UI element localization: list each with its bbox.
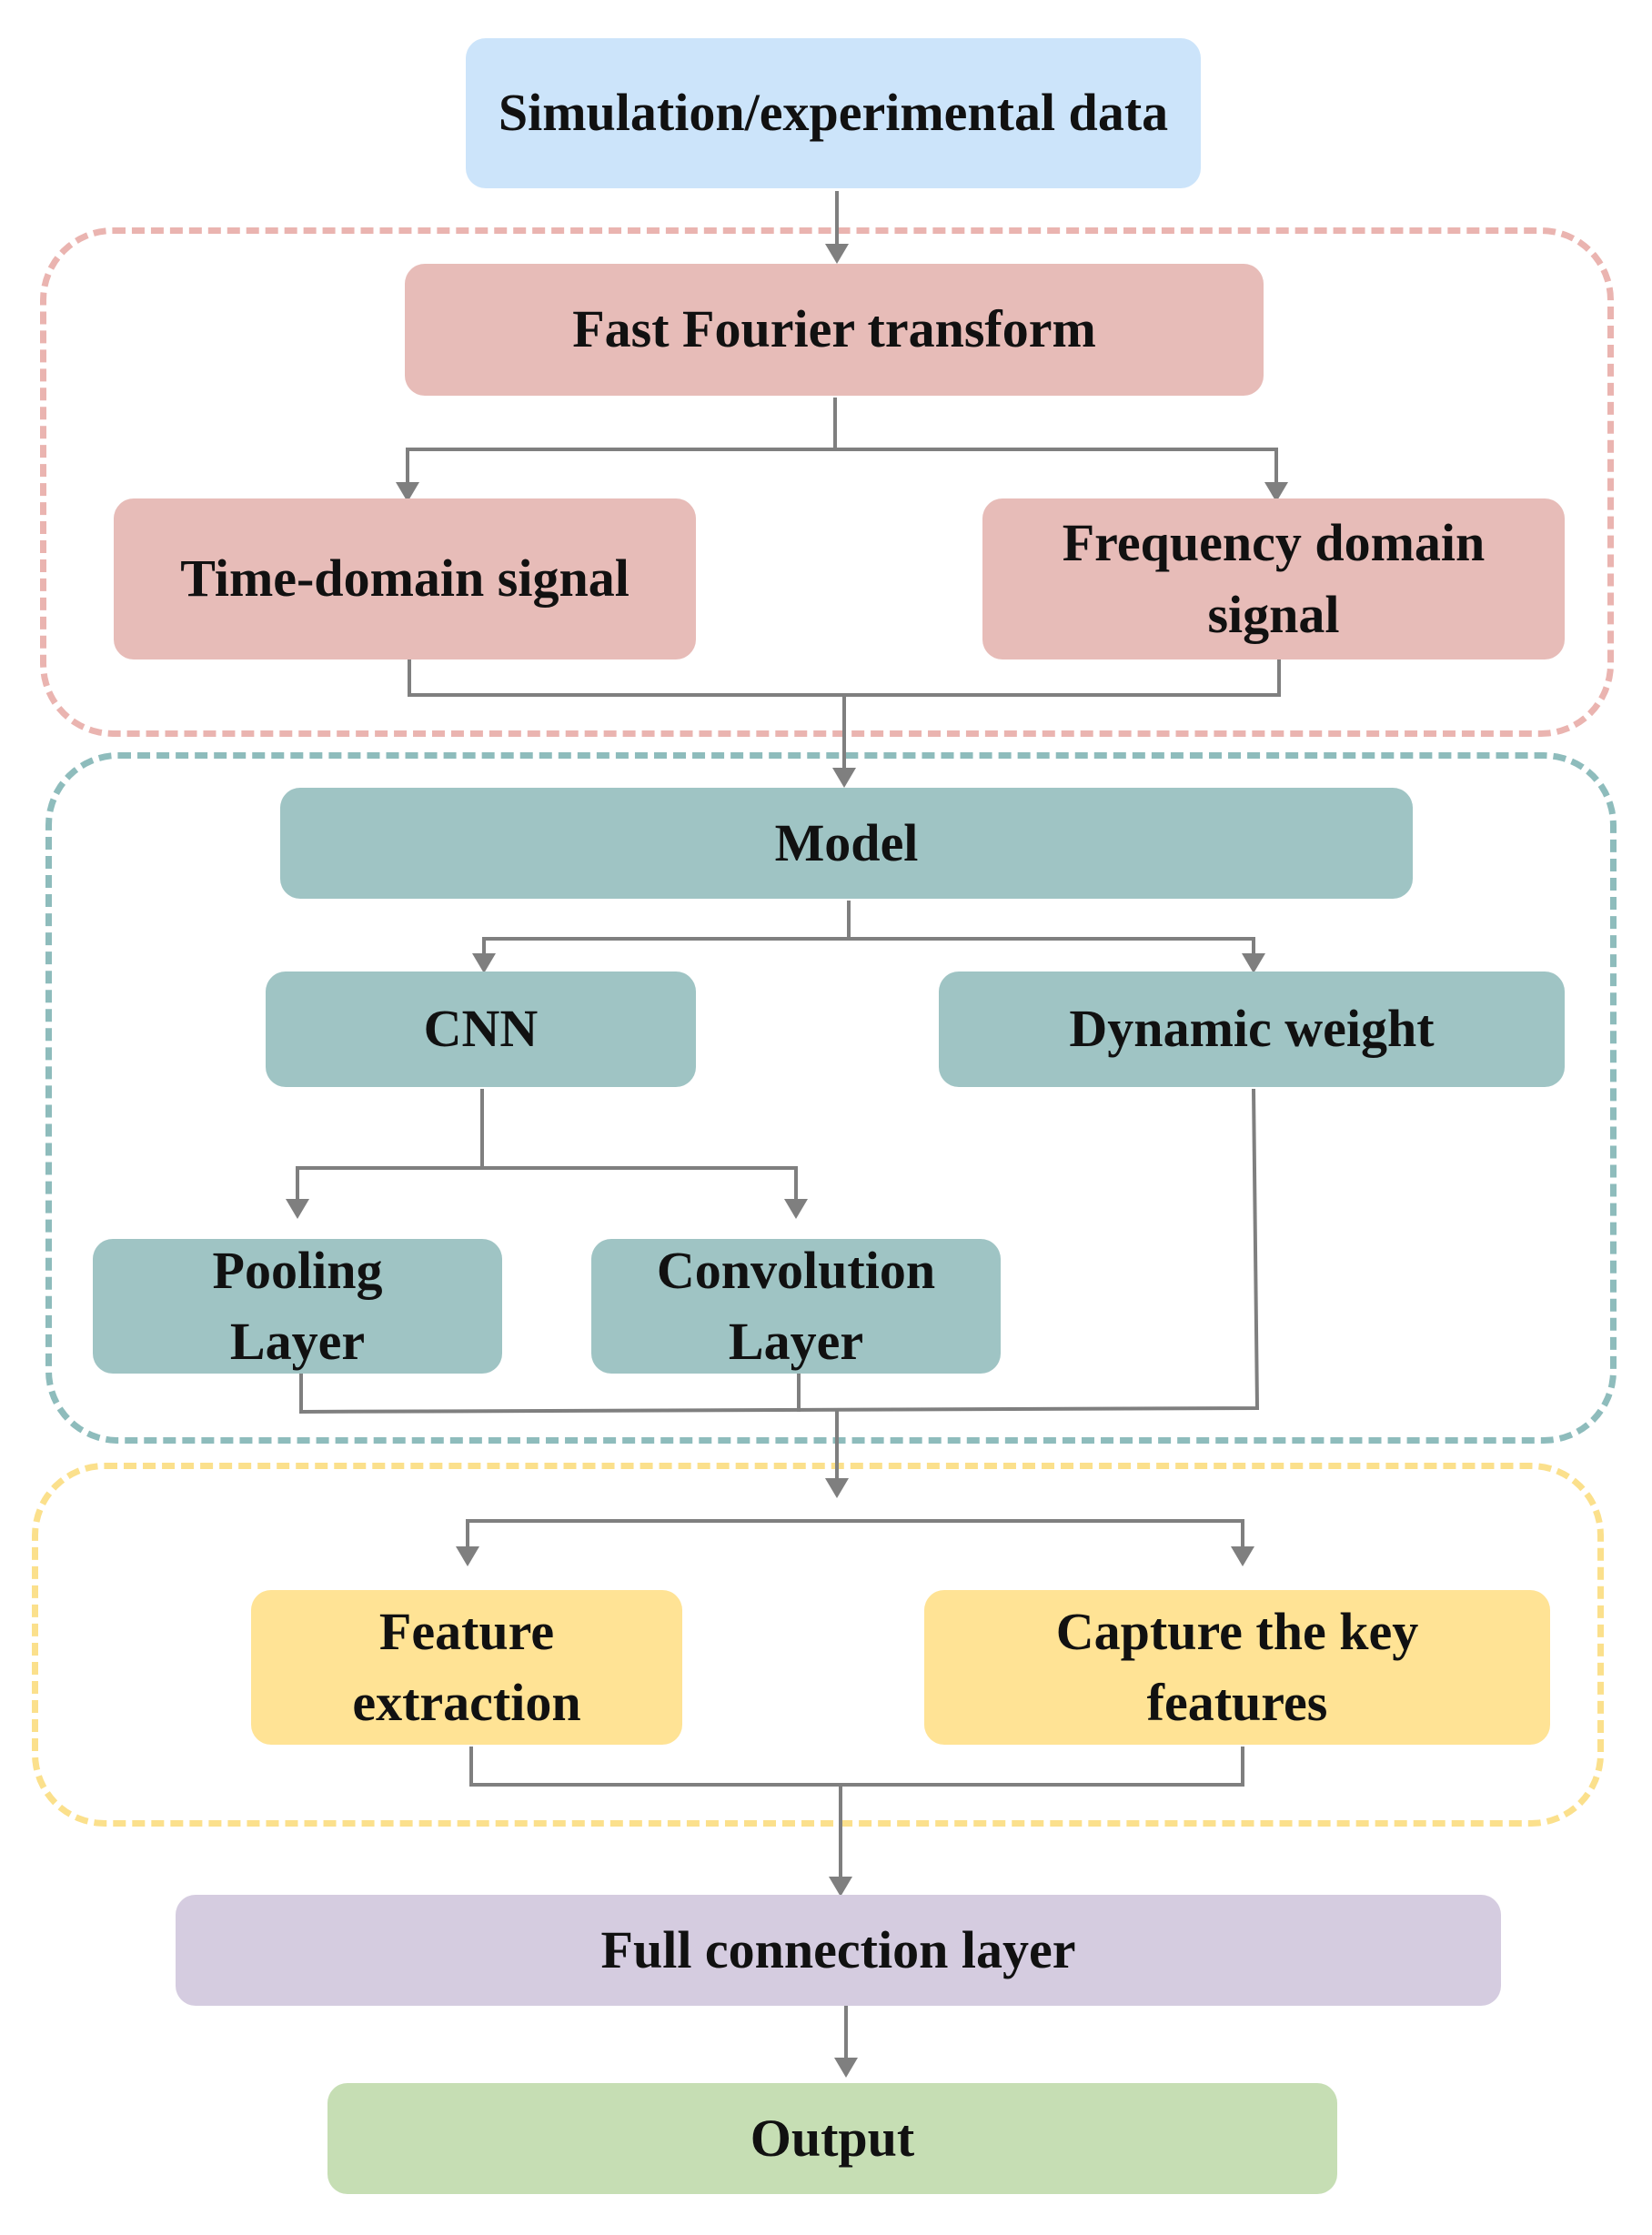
time-domain-box: Time-domain signal xyxy=(114,498,696,659)
output-box: Output xyxy=(327,2083,1337,2194)
full-connection-layer-box: Full connection layer xyxy=(176,1895,1501,2006)
fft-label: Fast Fourier transform xyxy=(572,299,1096,359)
arrow-to-model xyxy=(832,768,856,788)
arrow-to-full-connection xyxy=(829,1877,852,1897)
arrow-to-cnn xyxy=(472,953,496,973)
feature-extraction-box: Feature extraction xyxy=(251,1590,682,1745)
preprocessing-group xyxy=(40,227,1614,737)
pooling-layer-label: Pooling Layer xyxy=(212,1240,383,1371)
feature-extraction-label: Feature extraction xyxy=(352,1601,581,1732)
convolution-layer-box: Convolution Layer xyxy=(591,1239,1001,1374)
arrow-to-fft xyxy=(825,244,849,264)
time-domain-label: Time-domain signal xyxy=(180,549,630,609)
pooling-layer-box: Pooling Layer xyxy=(93,1239,502,1374)
arrow-to-time-domain xyxy=(396,482,419,502)
arrow-to-pooling xyxy=(286,1199,309,1219)
freq-domain-label: Frequency domain signal xyxy=(1062,513,1486,644)
input-data-label: Simulation/experimental data xyxy=(498,83,1169,143)
cnn-box: CNN xyxy=(266,972,696,1087)
model-box: Model xyxy=(280,788,1413,899)
freq-domain-box: Frequency domain signal xyxy=(982,498,1565,659)
model-group xyxy=(45,752,1617,1444)
capture-key-features-box: Capture the key features xyxy=(924,1590,1550,1745)
arrowheads xyxy=(286,244,1288,2078)
arrow-to-feature-group xyxy=(825,1478,849,1498)
dynamic-weight-label: Dynamic weight xyxy=(1069,999,1435,1059)
arrow-to-dynamic-weight xyxy=(1242,953,1265,973)
fft-box: Fast Fourier transform xyxy=(405,264,1264,396)
arrow-to-convolution xyxy=(784,1199,808,1219)
feature-group xyxy=(32,1463,1604,1827)
input-data-box: Simulation/experimental data xyxy=(466,38,1201,188)
arrow-to-freq-domain xyxy=(1264,482,1288,502)
full-connection-layer-label: Full connection layer xyxy=(600,1919,1076,1979)
arrow-to-capture-key xyxy=(1231,1546,1254,1566)
cnn-label: CNN xyxy=(423,999,539,1059)
model-label: Model xyxy=(774,812,919,872)
output-label: Output xyxy=(750,2108,915,2168)
arrow-to-feature-extraction xyxy=(456,1546,479,1566)
arrow-to-output xyxy=(834,2058,858,2078)
convolution-layer-label: Convolution Layer xyxy=(656,1240,936,1371)
capture-key-features-label: Capture the key features xyxy=(1055,1601,1419,1732)
dynamic-weight-box: Dynamic weight xyxy=(939,972,1565,1087)
